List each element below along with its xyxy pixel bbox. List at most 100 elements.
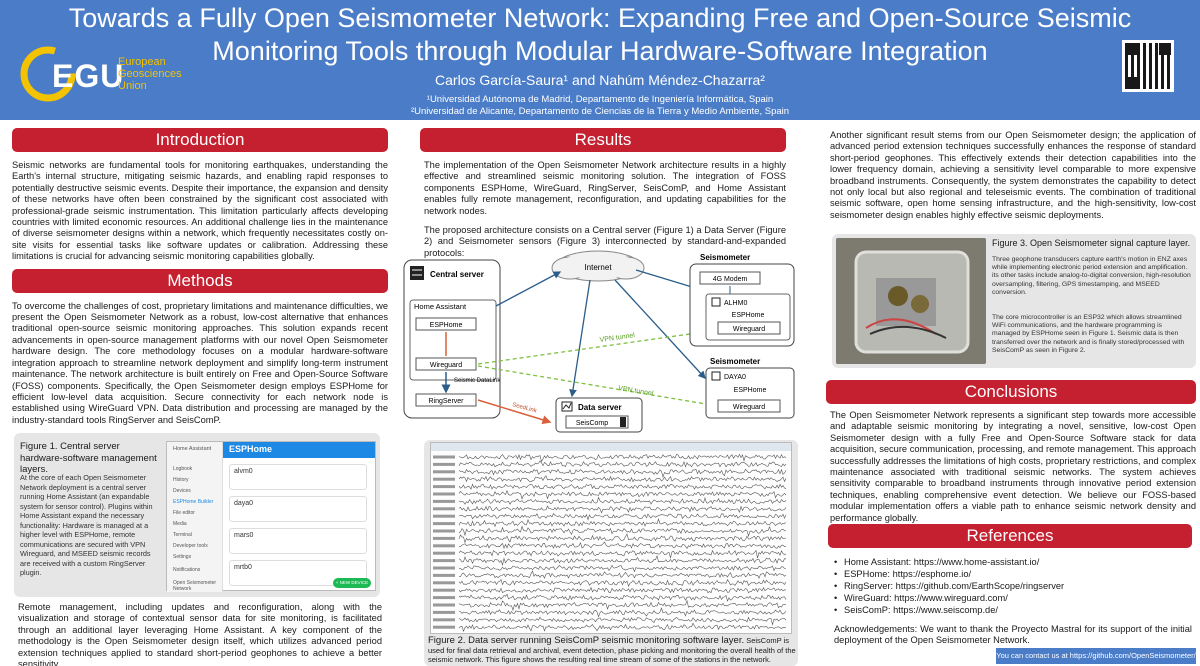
seismogram-trace [458, 622, 787, 632]
modem-box [699, 271, 761, 285]
trace-label-mark [433, 581, 455, 585]
contact-link[interactable]: You can contact us at https://github.com… [996, 648, 1196, 664]
seis2-wireguard-label: Wireguard [733, 404, 765, 411]
egu-line1: European [118, 56, 166, 68]
egu-line3: Union [118, 80, 147, 92]
affiliation-2: ²Universidad de Alicante, Departamento d… [410, 106, 790, 117]
methods-text: To overcome the challenges of cost, prop… [12, 300, 388, 425]
ui-sidebar: Home Assistant Logbook History Devices E… [167, 442, 223, 592]
reference-item[interactable]: WireGuard: https://www.wireguard.com/ [832, 592, 1192, 604]
trace-label-mark [433, 514, 455, 518]
figure-2-caption-title: Figure 2. Data server running SeisComP s… [428, 635, 745, 646]
trace-label-mark [433, 625, 455, 629]
figure-2: Figure 2. Data server running SeisComP s… [424, 440, 798, 666]
chip-icon [711, 371, 721, 381]
poster-title: Towards a Fully Open Seismometer Network… [68, 3, 1132, 66]
device-card: alvm0 [229, 464, 367, 490]
reference-item[interactable]: Home Assistant: https://www.home-assista… [832, 556, 1192, 568]
seismogram-trace [458, 607, 787, 618]
authors: Carlos García-Saura¹ and Nahúm Méndez-Ch… [435, 72, 765, 88]
seismogram-trace [458, 554, 787, 566]
figure-1: Figure 1. Central server hardware-softwa… [14, 433, 380, 597]
seedlink-label: SeedLink [511, 402, 538, 415]
database-icon [620, 417, 626, 427]
device-card: mars0 [229, 528, 367, 554]
trace-label-mark [433, 462, 455, 466]
trace-label-mark [433, 507, 455, 511]
seis2-wireguard-box [717, 399, 781, 413]
figure-2-caption: Figure 2. Data server running SeisComP s… [428, 636, 796, 665]
trace-label-mark [433, 529, 455, 533]
seismogram-trace [458, 505, 787, 514]
trace-label-mark [433, 522, 455, 526]
trace-label-mark [433, 455, 455, 459]
esphome-box [415, 317, 477, 331]
internet-label: Internet [584, 263, 612, 272]
reference-item[interactable]: ESPHome: https://esphome.io/ [832, 568, 1192, 580]
wireguard-box [415, 357, 477, 371]
seismogram-trace [458, 578, 787, 588]
acknowledgements: Acknowledgements: We want to thank the P… [834, 624, 1192, 646]
internet-cloud-icon [551, 250, 645, 282]
esphome-label: ESPHome [430, 322, 463, 329]
trace-label-mark [433, 485, 455, 489]
figure-1-body: At the core of each Open Seismometer Net… [20, 473, 153, 577]
figure-1-caption: Figure 1. Central server hardware-softwa… [20, 441, 157, 475]
egu-logo: EGU European Geosciences Union [18, 44, 208, 106]
ui-side-item: Open Seismometer Network [173, 580, 217, 592]
ui-side-item: Notifications [173, 567, 201, 573]
column-left: Introduction Seismic networks are fundam… [12, 128, 388, 426]
egu-ring-icon [20, 46, 76, 102]
seismometer-1-title: Seismometer [700, 253, 750, 262]
seiscomp-label: SeisComp [576, 420, 608, 427]
trace-label-mark [433, 544, 455, 548]
column3-text: Another significant result stems from ou… [830, 130, 1196, 220]
seismogram-trace [458, 483, 787, 490]
seismogram-trace [458, 513, 787, 521]
server-icon [410, 266, 424, 280]
seismogram-trace [458, 570, 787, 579]
figure-3-body-2: The core microcontroller is an ESP32 whi… [992, 314, 1185, 354]
seismogram-trace [458, 489, 787, 500]
ui-side-item: Terminal [173, 532, 192, 538]
daya0-label: DAYA0 [724, 374, 746, 381]
trace-label-mark [433, 566, 455, 570]
ui-side-item: Media [173, 521, 187, 527]
alhm0-label: ALHM0 [724, 300, 747, 307]
trace-label-mark [433, 618, 455, 622]
seismogram-trace [458, 525, 787, 538]
qr-code-icon[interactable] [1122, 40, 1174, 92]
seismogram-toolbar [431, 443, 791, 451]
trace-label-mark [433, 603, 455, 607]
vpn-tunnel-label-2: VPN tunnel [618, 385, 655, 398]
ui-side-item: Logbook [173, 466, 193, 472]
methods-text-2: Remote management, including updates and… [18, 602, 382, 666]
results-title: Results [420, 128, 786, 152]
trace-label-mark [433, 610, 455, 614]
poster-header: Towards a Fully Open Seismometer Network… [0, 0, 1200, 120]
reference-item[interactable]: RingServer: https://github.com/EarthScop… [832, 580, 1192, 592]
ui-top-label: Home Assistant [173, 446, 212, 452]
results-text-2: The proposed architecture consists on a … [424, 225, 786, 258]
ui-topbar [223, 442, 375, 458]
trace-label-mark [433, 596, 455, 600]
ringserver-label: RingServer [428, 398, 464, 405]
seis1-esphome-label: ESPHome [732, 312, 765, 319]
chip-icon [711, 297, 721, 307]
seismogram-trace [458, 593, 787, 602]
seis1-wireguard-label: Wireguard [733, 326, 765, 333]
seismometer-2-title: Seismometer [710, 357, 760, 366]
ui-side-item: File editor [173, 510, 195, 516]
seismogram-trace [458, 564, 786, 573]
wireguard-label: Wireguard [430, 362, 462, 369]
seis1-wireguard-box [717, 321, 781, 335]
conclusions-section: Conclusions The Open Seismometer Network… [826, 380, 1196, 524]
seismogram-trace [458, 460, 787, 468]
seiscomp-box [565, 415, 629, 429]
reference-item[interactable]: SeisComP: https://www.seiscomp.de/ [832, 604, 1192, 616]
seismogram-trace [458, 468, 787, 479]
seismogram-trace [458, 586, 787, 594]
chart-icon [561, 401, 573, 412]
new-device-button: + NEW DEVICE [333, 578, 371, 588]
ui-side-item: Settings [173, 554, 192, 560]
